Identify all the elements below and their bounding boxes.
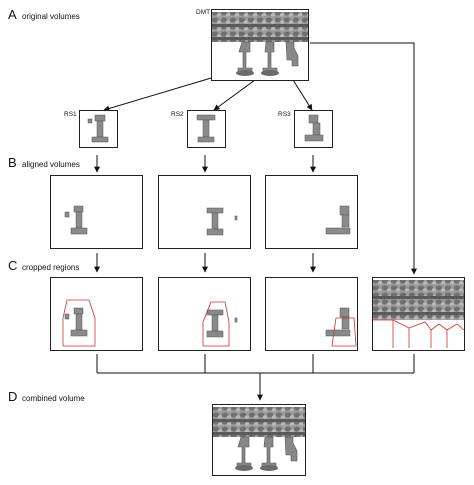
aligned-rs3-panel [265,175,358,249]
dmt-density-map [212,12,308,76]
section-d-letter: D [8,389,18,404]
cropped-rs3-density [325,307,357,347]
rs3-label: RS3 [278,111,291,118]
cropped-rs3-panel [265,277,358,351]
section-a-title: original volumes [22,12,80,21]
rs3-original-panel [294,110,333,148]
combined-volume-panel [212,404,306,476]
cropped-rs1-panel [50,277,143,351]
cropped-dmt-panel [372,277,465,351]
combined-density-map [213,407,305,471]
rs1-original-panel [79,110,118,148]
dmt-label: DMT [196,9,211,16]
arrow-dmt-to-crop [310,42,417,275]
aligned-rs3-density [325,205,351,235]
rs2-label: RS2 [171,111,184,118]
cropped-rs1-density [62,299,96,347]
rs1-density-map [87,114,109,143]
section-a-letter: A [8,7,17,22]
aligned-rs2-panel [158,175,251,249]
aligned-rs2-density [206,207,238,236]
rs1-label: RS1 [64,111,77,118]
crop-outline-rs1 [62,299,96,347]
cropped-rs2-panel [158,277,251,351]
crop-outline-rs2 [202,301,230,347]
section-c-letter: C [8,258,18,273]
rs2-density-map [196,114,216,143]
aligned-rs1-density [64,205,88,235]
section-d-title: combined volume [22,394,85,403]
aligned-rs1-panel [50,175,143,249]
rs2-original-panel [187,110,226,148]
crop-outline-rs3 [331,317,357,347]
crop-outline-dmt [373,319,465,348]
section-c-title: cropped regions [22,263,80,272]
cropped-rs2-density [202,301,238,347]
dmt-original-panel [211,9,309,81]
section-b-letter: B [8,155,17,170]
rs3-density-map [304,114,324,142]
section-b-title: aligned volumes [22,160,80,169]
cropped-dmt-density [373,280,465,348]
